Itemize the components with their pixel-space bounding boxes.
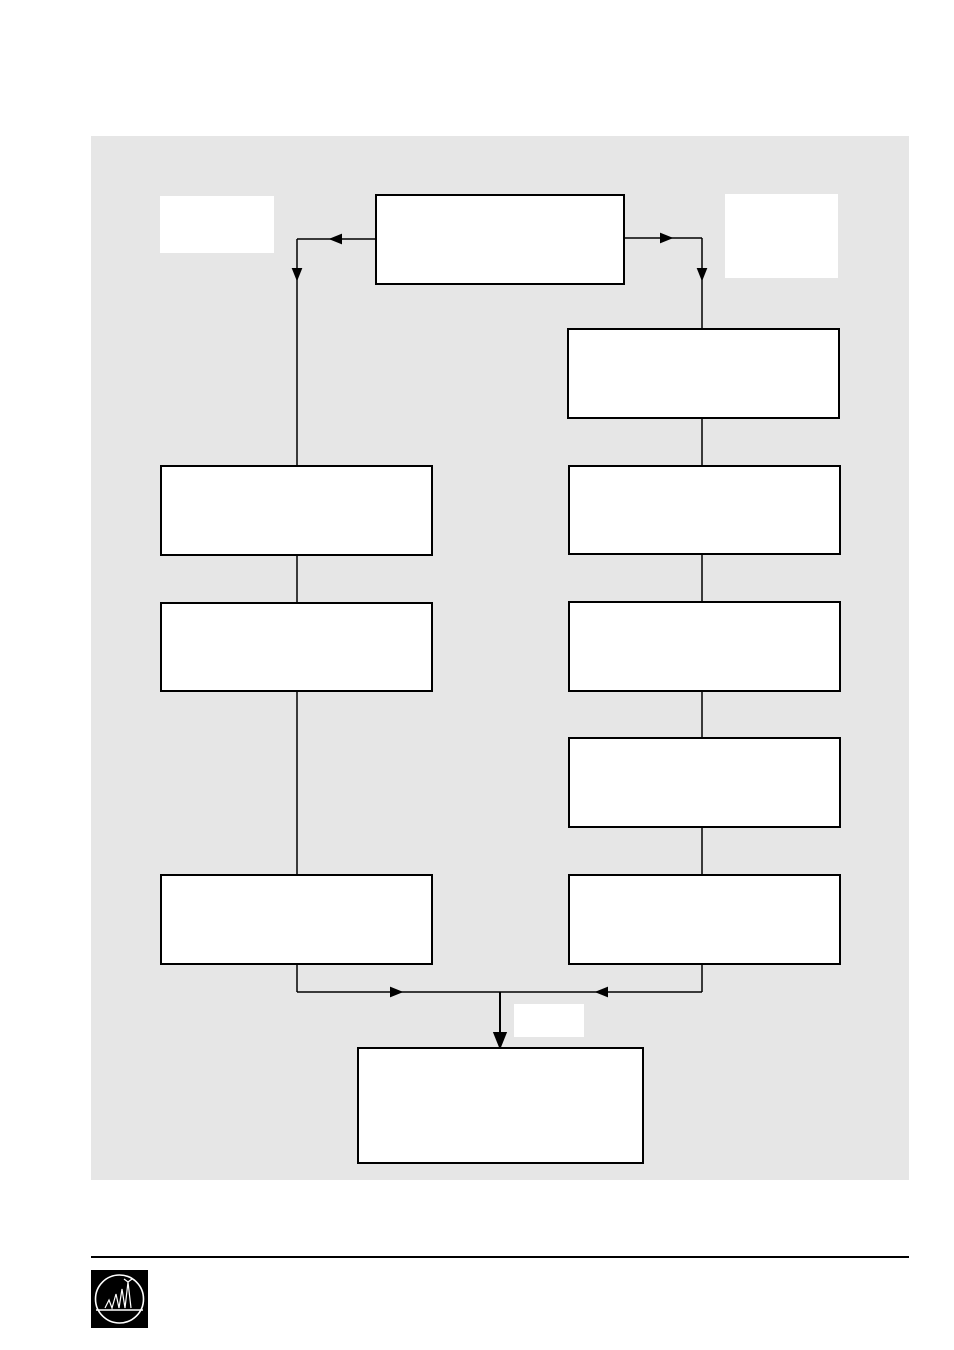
seal-logo-icon: [91, 1270, 148, 1328]
right-box-2: [568, 465, 841, 555]
bottom-result-box: [357, 1047, 644, 1164]
right-box-1: [567, 328, 840, 419]
footer-rule: [91, 1256, 909, 1258]
left-box-3: [160, 874, 433, 965]
top-center-box: [375, 194, 625, 285]
right-box-5: [568, 874, 841, 965]
right-box-3: [568, 601, 841, 692]
right-box-4: [568, 737, 841, 828]
left-box-2: [160, 602, 433, 692]
left-box-1: [160, 465, 433, 556]
top-left-label: [160, 196, 274, 253]
top-right-label: [725, 194, 838, 278]
merge-label: [514, 1004, 584, 1037]
